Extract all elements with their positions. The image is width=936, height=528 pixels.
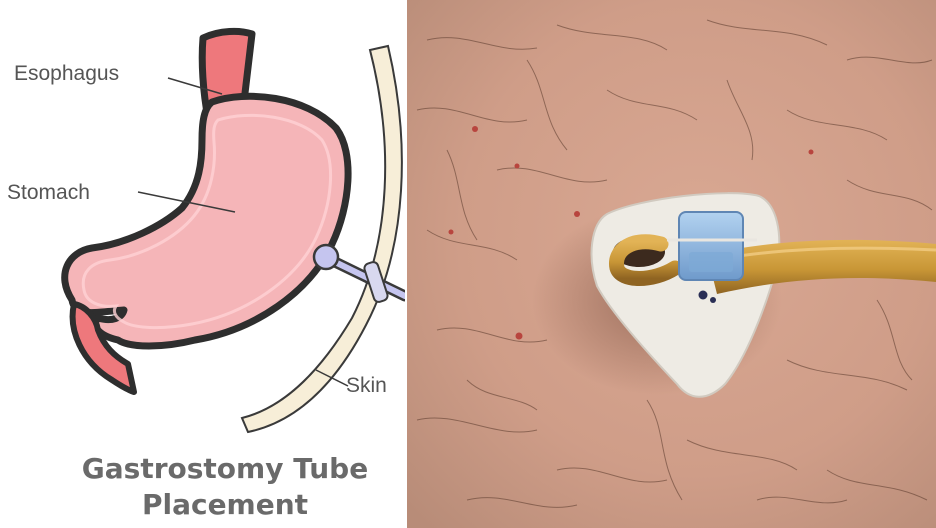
diagram-title-line-1: Gastrostomy Tube xyxy=(0,452,405,485)
g-tube-photo-illustration xyxy=(407,0,936,528)
skin-label: Skin xyxy=(346,374,387,398)
g-tube-photo xyxy=(407,0,936,528)
stomach-label: Stomach xyxy=(7,181,90,205)
esophagus-label: Esophagus xyxy=(14,62,119,86)
diagram-title-line-2: Placement xyxy=(0,488,405,521)
tube-marking xyxy=(699,291,708,300)
stomach-shape xyxy=(65,96,348,346)
g-tube-balloon xyxy=(314,245,338,269)
stomach-diagram: Esophagus Stomach Skin Gastrostomy Tube … xyxy=(0,0,405,528)
